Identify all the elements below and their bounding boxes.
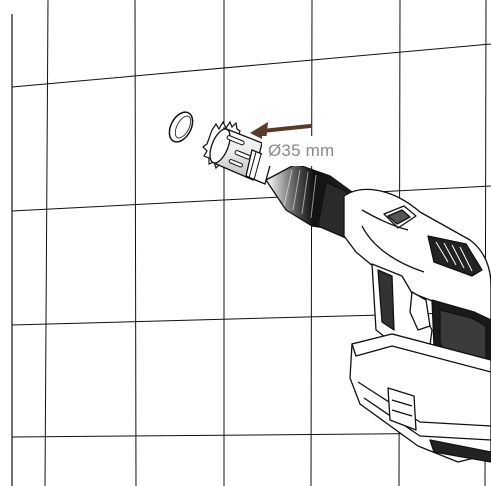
hole-saw-bit (202, 120, 273, 185)
cutout-disc (168, 111, 194, 143)
cordless-drill (265, 163, 491, 463)
hole-diameter-label: Ø35 mm (268, 141, 335, 160)
label-background (262, 136, 366, 166)
